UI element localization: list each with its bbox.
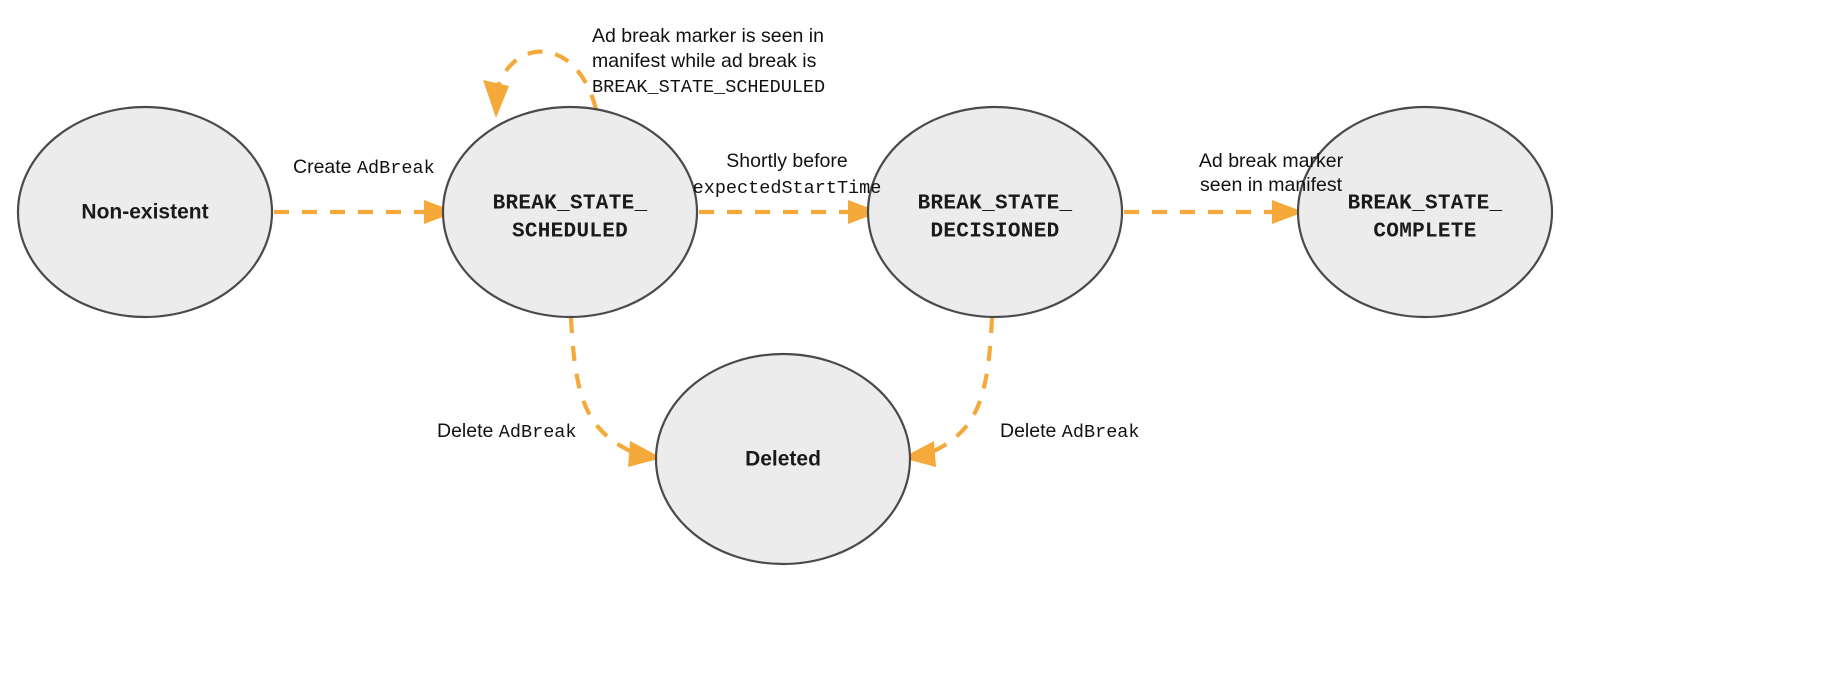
node-break-state-scheduled-shape[interactable] <box>441 105 699 319</box>
edge-label-self-loop-line1: Ad break marker is seen in <box>592 25 824 47</box>
edge-self-loop-scheduled-arrowhead <box>483 80 509 118</box>
edge-label-delete-from-decisioned: Delete AdBreak <box>1000 420 1140 443</box>
node-break-state-decisioned-label-line2: DECISIONED <box>930 221 1059 244</box>
edge-label-delete-decisioned-entity: AdBreak <box>1062 422 1140 443</box>
edge-self-loop-scheduled <box>483 49 599 118</box>
edge-label-shortly-before: Shortly before expectedStartTime <box>693 150 882 199</box>
node-break-state-complete-shape[interactable] <box>1296 105 1554 319</box>
edge-label-self-loop-line2: manifest while ad break is <box>592 50 817 72</box>
edge-shortly-before <box>699 200 880 224</box>
node-break-state-decisioned[interactable]: BREAK_STATE_ DECISIONED <box>866 105 1124 319</box>
edge-label-delete-decisioned-verb: Delete <box>1000 420 1062 442</box>
node-non-existent[interactable]: Non-existent <box>16 105 274 319</box>
edge-delete-from-decisioned-arrowhead <box>902 441 936 467</box>
edge-delete-from-decisioned-path <box>931 317 995 454</box>
edge-label-shortly-before-line1: Shortly before <box>726 150 847 172</box>
node-break-state-scheduled[interactable]: BREAK_STATE_ SCHEDULED <box>441 105 699 319</box>
edge-label-self-loop-scheduled: Ad break marker is seen in manifest whil… <box>592 25 825 98</box>
edge-label-create-adbreak-verb: Create <box>293 156 357 178</box>
svg-text:Create AdBreak: Create AdBreak <box>293 156 435 179</box>
edge-create-adbreak <box>274 200 456 224</box>
node-deleted[interactable]: Deleted <box>654 352 912 566</box>
node-break-state-scheduled-label-line1: BREAK_STATE_ <box>493 193 648 216</box>
node-non-existent-label: Non-existent <box>81 201 208 224</box>
edge-shortly-before-arrowhead <box>848 200 880 224</box>
edge-delete-from-scheduled-path <box>568 317 633 454</box>
edge-marker-seen-manifest <box>1124 200 1304 224</box>
svg-text:Delete AdBreak: Delete AdBreak <box>1000 420 1140 443</box>
edge-create-adbreak-arrowhead <box>424 200 456 224</box>
edge-delete-from-scheduled-arrowhead <box>628 441 662 467</box>
edge-label-marker-seen-line2: seen in manifest <box>1200 174 1343 196</box>
edge-marker-seen-manifest-arrowhead <box>1272 200 1304 224</box>
node-deleted-shape[interactable] <box>654 352 912 566</box>
edge-label-create-adbreak-entity: AdBreak <box>357 158 435 179</box>
node-break-state-complete[interactable]: BREAK_STATE_ COMPLETE <box>1296 105 1554 319</box>
node-break-state-scheduled-label-line2: SCHEDULED <box>512 221 628 244</box>
edge-label-delete-scheduled-verb: Delete <box>437 420 499 442</box>
edge-delete-from-decisioned <box>902 317 995 467</box>
node-break-state-decisioned-shape[interactable] <box>866 105 1124 319</box>
svg-text:Delete AdBreak: Delete AdBreak <box>437 420 577 443</box>
edge-label-delete-from-scheduled: Delete AdBreak <box>437 420 577 443</box>
edge-label-self-loop-line3: BREAK_STATE_SCHEDULED <box>592 77 825 98</box>
node-break-state-complete-label-line2: COMPLETE <box>1373 221 1476 244</box>
node-break-state-complete-label-line1: BREAK_STATE_ <box>1348 193 1503 216</box>
node-non-existent-shape[interactable] <box>16 105 274 319</box>
edge-self-loop-scheduled-path <box>491 49 599 110</box>
edge-label-marker-seen-manifest: Ad break marker seen in manifest <box>1199 150 1344 196</box>
node-break-state-decisioned-label-line1: BREAK_STATE_ <box>918 193 1073 216</box>
edge-label-shortly-before-line2: expectedStartTime <box>693 178 882 199</box>
node-deleted-label: Deleted <box>745 448 821 471</box>
edge-label-marker-seen-line1: Ad break marker <box>1199 150 1344 172</box>
edge-delete-from-scheduled <box>568 317 662 467</box>
edge-label-create-adbreak: Create AdBreak <box>293 156 435 179</box>
edge-label-delete-scheduled-entity: AdBreak <box>499 422 577 443</box>
